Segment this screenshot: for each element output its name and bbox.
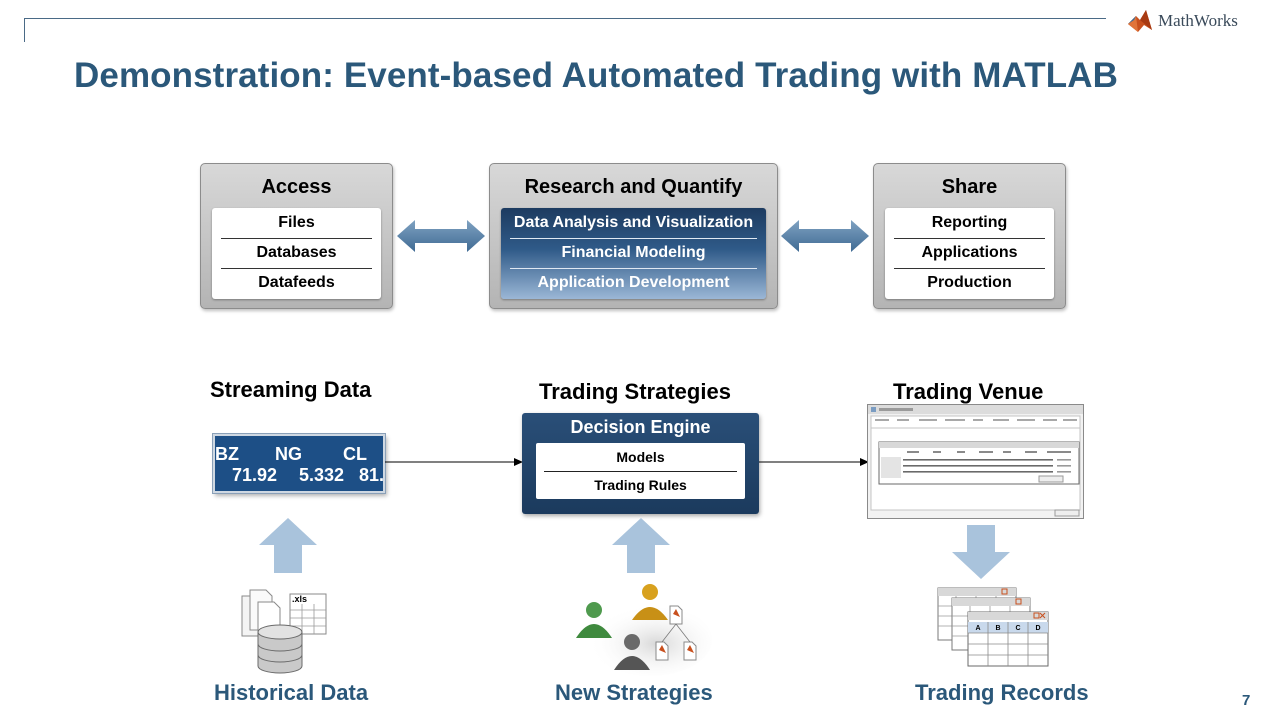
- column-letter: B: [995, 625, 1000, 632]
- share-items-box: Reporting Applications Production: [885, 208, 1054, 299]
- research-item: Application Development: [537, 274, 730, 291]
- streaming-data-heading: Streaming Data: [210, 377, 372, 402]
- ticker-price: 5.332: [299, 465, 345, 485]
- ticker-symbol: CL: [343, 444, 367, 464]
- flow-arrow-icon: [385, 458, 523, 466]
- access-panel: Access Files Databases Datafeeds: [200, 163, 393, 309]
- xls-label: .xls: [292, 594, 308, 604]
- column-letter: D: [1035, 625, 1040, 632]
- spreadsheets-icon: A B C D: [937, 587, 1049, 667]
- double-arrow-icon: [397, 220, 485, 252]
- divider: [221, 268, 372, 269]
- people-strategies-icon: [576, 584, 712, 676]
- down-arrow-icon: [952, 525, 1010, 579]
- mathworks-logo: MathWorks: [1126, 8, 1238, 34]
- access-panel-title: Access: [261, 176, 332, 198]
- decision-engine-title: Decision Engine: [570, 417, 711, 437]
- share-item: Production: [927, 274, 1012, 291]
- research-panel: Research and Quantify Data Analysis and …: [489, 163, 778, 309]
- double-arrow-icon: [781, 220, 869, 252]
- membrane-logo-icon: [1128, 10, 1152, 32]
- historical-data-label: Historical Data: [214, 680, 369, 705]
- share-panel: Share Reporting Applications Production: [873, 163, 1066, 309]
- order-window-thumbnail-icon: [867, 404, 1084, 519]
- trading-strategies-heading: Trading Strategies: [539, 379, 731, 404]
- column-letter: A: [975, 625, 980, 632]
- up-arrow-icon: [259, 518, 317, 573]
- share-item: Reporting: [931, 214, 1008, 231]
- files-database-icon: [241, 589, 327, 674]
- divider: [894, 268, 1045, 269]
- access-item: Datafeeds: [258, 274, 335, 291]
- column-letter: C: [1015, 625, 1020, 632]
- historical-data-icon: .xls: [238, 588, 332, 678]
- logo-text: MathWorks: [1158, 11, 1238, 30]
- divider: [510, 268, 757, 269]
- access-item: Files: [278, 214, 315, 231]
- trading-records-label: Trading Records: [915, 680, 1089, 705]
- price-ticker: BZ NG CL 71.92 5.332 81.: [213, 434, 385, 493]
- slide-title: Demonstration: Event-based Automated Tra…: [74, 56, 1118, 95]
- page-number: 7: [1242, 692, 1251, 709]
- divider: [221, 238, 372, 239]
- share-panel-title: Share: [941, 176, 998, 198]
- divider: [894, 238, 1045, 239]
- engine-item: Models: [616, 449, 665, 465]
- research-item: Data Analysis and Visualization: [513, 214, 754, 231]
- up-arrow-icon: [612, 518, 670, 573]
- decision-engine: Decision Engine Models Trading Rules: [522, 413, 759, 514]
- flow-arrow-icon: [759, 458, 869, 466]
- new-strategies-label: New Strategies: [555, 680, 713, 705]
- divider: [510, 238, 757, 239]
- ticker-symbol: NG: [275, 444, 302, 464]
- trading-venue-heading: Trading Venue: [893, 379, 1044, 404]
- header-rule: [24, 18, 1106, 19]
- ticker-price: 81.: [359, 465, 385, 485]
- engine-item: Trading Rules: [594, 477, 687, 493]
- access-items-box: Files Databases Datafeeds: [212, 208, 381, 299]
- research-item: Financial Modeling: [561, 244, 706, 261]
- ticker-symbol: BZ: [215, 444, 239, 464]
- research-items-box: Data Analysis and Visualization Financia…: [501, 208, 766, 299]
- decision-engine-items: Models Trading Rules: [536, 443, 745, 499]
- share-item: Applications: [921, 244, 1018, 261]
- research-panel-title: Research and Quantify: [524, 176, 743, 198]
- header-rule-tick: [24, 18, 25, 42]
- access-item: Databases: [256, 244, 337, 261]
- ticker-price: 71.92: [232, 465, 278, 485]
- divider: [544, 471, 737, 472]
